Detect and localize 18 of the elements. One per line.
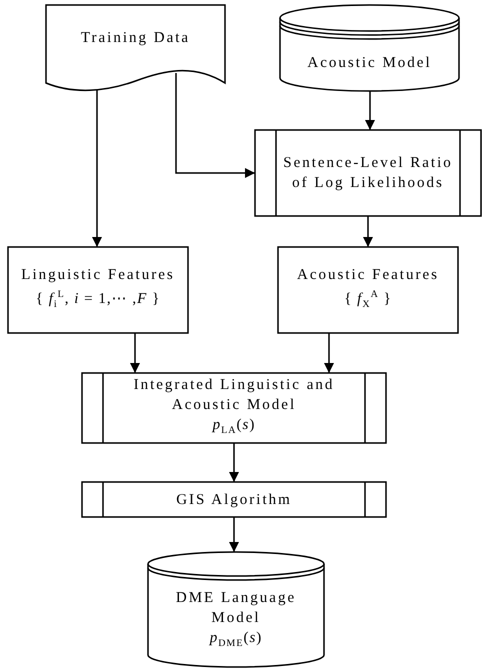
node-label: GIS Algorithm <box>176 490 292 510</box>
node-label: Acoustic Features <box>297 266 439 285</box>
arrow <box>130 333 140 373</box>
formula: p$_{LA}$(s) <box>212 416 256 438</box>
node-label: Acoustic Model <box>307 54 432 73</box>
formula: p$_{DME}$(s) <box>210 628 262 650</box>
arrow <box>324 333 334 373</box>
arrow <box>175 73 255 178</box>
node-label: Linguistic Features <box>21 266 175 285</box>
node-label: Training Data <box>80 29 190 48</box>
arrow <box>229 443 239 482</box>
arrow <box>92 89 102 247</box>
arrow <box>229 517 239 552</box>
formula: { f$_{X}$$^{A}$ } <box>344 288 392 312</box>
node-label: Sentence-Level Ratio of Log Likelihoods <box>282 154 454 193</box>
formula: { f$_{i}$$^{L}$, i = 1,⋯ ,F } <box>36 288 160 312</box>
arrow <box>363 216 373 247</box>
arrow <box>365 91 375 130</box>
